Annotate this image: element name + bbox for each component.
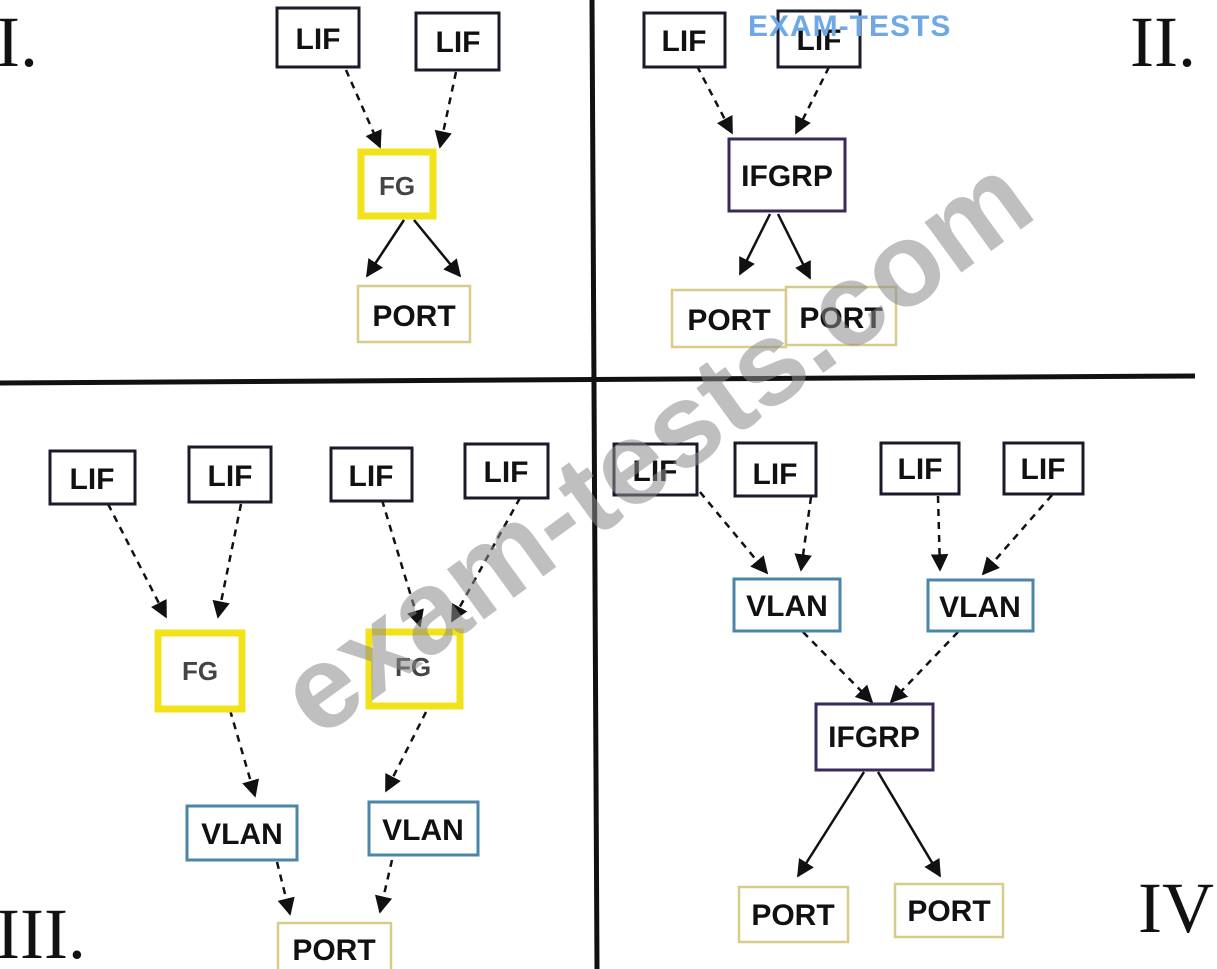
vlan-node: VLAN: [185, 804, 299, 862]
lif-node: LIF: [329, 446, 414, 503]
lif-label: LIF: [898, 453, 943, 486]
fg-node: FG: [365, 628, 464, 710]
lif-node: LIF: [48, 449, 137, 506]
arrow-ifgrp-to-port: [796, 771, 866, 878]
arrow-lif-to-vlan: [794, 496, 813, 572]
divider-horizontal: [0, 373, 1196, 386]
quadrant-1-numeral: I.: [0, 2, 38, 82]
port-node: PORT: [356, 284, 472, 344]
arrow-lif-to-fg: [434, 71, 458, 149]
arrow-ifgrp-to-port: [738, 213, 772, 276]
arrow-lif-to-ifgrp: [794, 66, 831, 135]
arrow-vlan-to-port: [375, 859, 394, 914]
arrow-fg-to-port: [413, 219, 462, 278]
lif-node: LIF: [275, 6, 361, 69]
port-label: PORT: [372, 300, 455, 333]
arrow-ifgrp-to-port: [776, 213, 812, 280]
lif-label: LIF: [436, 26, 481, 59]
quadrant-4-numeral: IV: [1138, 868, 1214, 948]
arrow-lif-to-vlan: [699, 491, 769, 575]
lif-label: LIF: [349, 460, 394, 493]
quadrant-3: LIF LIF LIF LIF FG FG VLAN VLAN: [48, 442, 550, 969]
vlan-label: VLAN: [382, 814, 464, 847]
lif-node: LIF: [776, 9, 862, 69]
arrow-lif-to-fg: [450, 497, 522, 623]
fg-node: FG: [154, 629, 246, 713]
port-label: PORT: [907, 895, 990, 928]
lif-node: LIF: [733, 441, 818, 498]
ifgrp-node: IFGRP: [727, 137, 847, 213]
vlan-label: VLAN: [939, 591, 1021, 624]
port-node: PORT: [670, 288, 788, 349]
fg-label: FG: [182, 656, 218, 686]
arrow-vlan-to-ifgrp: [889, 631, 959, 704]
arrow-lif-to-fg: [212, 503, 243, 619]
arrow-fg-to-vlan: [384, 711, 428, 793]
vlan-node: VLAN: [732, 577, 842, 633]
lif-node: LIF: [187, 445, 273, 504]
watermark-logo-text: EXAM-TESTS: [748, 10, 951, 43]
lif-label: LIF: [208, 460, 253, 493]
arrow-lif-to-vlan: [981, 494, 1053, 576]
quadrant-1: LIF LIF FG PORT: [275, 6, 501, 344]
quadrant-3-numeral: III.: [0, 894, 86, 969]
watermark-logo: EXAM-TESTS: [748, 10, 951, 43]
arrow-vlan-to-port: [275, 861, 295, 916]
vlan-node: VLAN: [367, 800, 480, 857]
lif-label: LIF: [70, 463, 115, 496]
ifgrp-label: IFGRP: [828, 721, 920, 754]
fg-label: FG: [379, 171, 415, 201]
vlan-node: VLAN: [926, 578, 1035, 633]
lif-node: LIF: [1002, 441, 1085, 496]
port-label: PORT: [292, 934, 375, 967]
arrow-ifgrp-to-port: [876, 771, 942, 878]
arrow-lif-to-ifgrp: [695, 65, 734, 135]
vlan-label: VLAN: [746, 590, 828, 623]
port-node: PORT: [276, 921, 393, 969]
quadrant-4: LIF LIF LIF LIF VLAN VLAN IFGRP PORT: [612, 441, 1085, 944]
lif-node: LIF: [463, 442, 550, 500]
port-node: PORT: [737, 885, 850, 944]
quadrant-2: LIF LIF IFGRP PORT PORT: [642, 9, 898, 349]
arrow-lif-to-fg: [106, 503, 168, 619]
vlan-label: VLAN: [201, 818, 283, 851]
port-node: PORT: [893, 882, 1005, 939]
lif-label: LIF: [797, 24, 842, 57]
arrow-lif-to-fg: [344, 69, 382, 149]
ifgrp-node: IFGRP: [814, 702, 935, 772]
lif-label: LIF: [753, 458, 798, 491]
arrow-fg-to-vlan: [228, 709, 260, 798]
lif-label: LIF: [484, 456, 529, 489]
lif-label: LIF: [633, 455, 678, 488]
lif-label: LIF: [296, 23, 341, 56]
lif-node: LIF: [642, 11, 727, 69]
lif-node: LIF: [414, 11, 501, 72]
arrow-lif-to-vlan: [930, 495, 949, 572]
fg-node: FG: [357, 148, 437, 220]
fg-label: FG: [395, 652, 431, 682]
port-node: PORT: [784, 285, 898, 347]
lif-label: LIF: [1021, 453, 1066, 486]
port-label: PORT: [751, 899, 834, 932]
port-label: PORT: [799, 302, 882, 335]
port-label: PORT: [687, 304, 770, 337]
arrow-lif-to-fg: [380, 499, 424, 628]
lif-node: LIF: [612, 442, 699, 497]
ifgrp-label: IFGRP: [741, 160, 833, 193]
arrow-vlan-to-ifgrp: [802, 631, 874, 704]
lif-label: LIF: [662, 25, 707, 58]
lif-node: LIF: [879, 441, 961, 496]
arrow-fg-to-port: [365, 219, 406, 278]
quadrant-2-numeral: II.: [1130, 2, 1196, 82]
divider-vertical: [589, 0, 600, 969]
